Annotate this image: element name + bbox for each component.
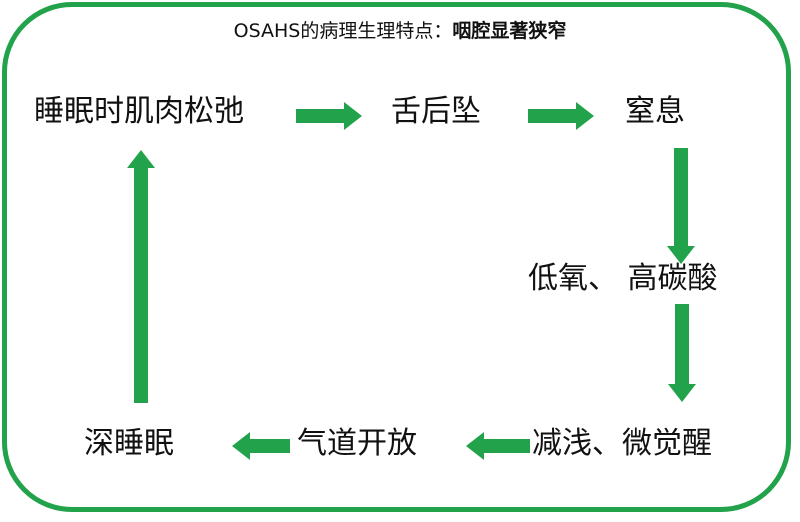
node-muscle-relaxation: 睡眠时肌肉松弛	[34, 94, 244, 129]
arrow-down-2	[668, 304, 696, 402]
title-prefix: OSAHS的病理生理特点：	[233, 20, 453, 42]
arrow-down-1	[667, 148, 695, 264]
node-deep-sleep: 深睡眠	[84, 426, 174, 461]
diagram-title: OSAHS的病理生理特点：咽腔显著狭窄	[0, 16, 800, 43]
node-shallow-arousal: 减浅、微觉醒	[532, 426, 712, 461]
arrow-right-1	[296, 102, 362, 130]
title-emphasis: 咽腔显著狭窄	[452, 20, 567, 42]
node-airway-open: 气道开放	[297, 426, 417, 461]
node-hypoxia-hypercapnia: 低氧、 高碳酸	[528, 261, 718, 296]
node-tongue-fallback: 舌后坠	[391, 94, 481, 129]
arrow-left-2	[232, 432, 290, 460]
rounded-border-frame	[2, 2, 791, 512]
node-asphyxia: 窒息	[625, 94, 685, 129]
arrow-right-2	[528, 102, 594, 130]
arrow-left-1	[466, 432, 530, 460]
arrow-up-1	[127, 150, 155, 403]
